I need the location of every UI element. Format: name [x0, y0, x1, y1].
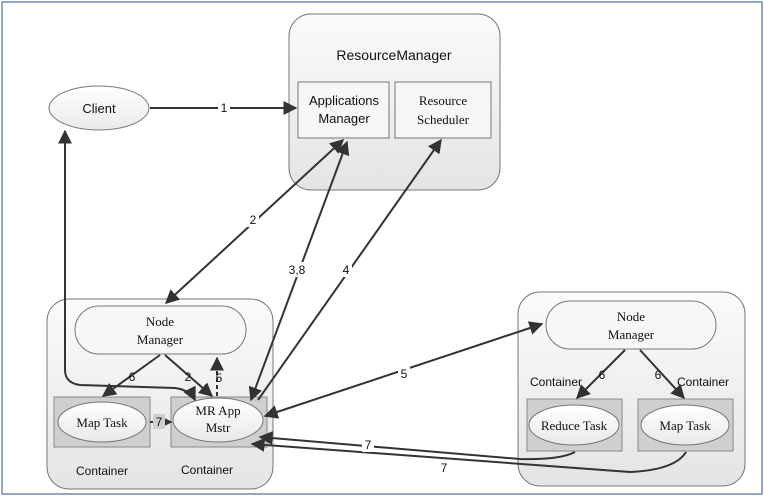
step-label-6-reduce: 6	[599, 368, 606, 382]
step-label-7-left: 7	[156, 415, 163, 429]
left-map-task-label: Map Task	[76, 415, 128, 430]
arrow-right-6-reduce	[576, 349, 626, 399]
resource-scheduler-label-1: Resource	[419, 93, 468, 108]
step-label-5-right: 5	[401, 367, 408, 381]
applications-manager-box	[297, 81, 390, 139]
applications-manager-label-2: Manager	[318, 111, 370, 126]
step-label-3-8: 3,8	[289, 263, 306, 277]
left-container-label: Container	[76, 464, 128, 478]
right-map-task-oval	[640, 404, 730, 446]
step-label-2-rm: 2	[250, 213, 257, 227]
resource-scheduler-box	[394, 81, 492, 139]
applications-manager-label-1: Applications	[309, 93, 380, 108]
step-label-5-left: 5	[216, 371, 223, 385]
mr-app-master-label-2: Mstr	[206, 420, 231, 435]
step-label-4: 4	[343, 263, 350, 277]
arrow-client-mr-app	[58, 129, 196, 402]
arrow-reduce-7	[258, 431, 576, 461]
right-node-manager-label-2: Manager	[608, 327, 655, 342]
arrow-left-2	[164, 354, 214, 397]
right-map-container-label: Container	[677, 375, 729, 389]
left-node-manager-label-2: Manager	[137, 332, 184, 347]
arrow-left-6	[101, 354, 161, 397]
right-node-manager-label-1: Node	[617, 309, 645, 324]
step-label-6-left: 6	[129, 370, 136, 384]
resource-scheduler-label-2: Scheduler	[417, 112, 470, 127]
right-node-manager	[545, 300, 717, 350]
arrow-right-map-7	[250, 437, 687, 474]
client-label: Client	[82, 101, 116, 116]
resource-manager-title: ResourceManager	[336, 47, 452, 63]
mr-app-master-oval	[172, 397, 264, 443]
step-label-1: 1	[221, 101, 228, 115]
step-label-7-reduce: 7	[365, 438, 372, 452]
arrow-right-6-map	[639, 349, 685, 400]
right-reduce-container-label: Container	[530, 375, 582, 389]
reduce-task-label: Reduce Task	[541, 418, 608, 433]
mr-container-label: Container	[181, 463, 233, 477]
mr-app-master-label-1: MR App	[195, 403, 240, 418]
step-label-2-left: 2	[185, 370, 192, 384]
left-node-manager-label-1: Node	[146, 314, 174, 329]
right-map-task-label: Map Task	[659, 418, 711, 433]
reduce-task-oval	[528, 404, 620, 446]
step-label-6-map: 6	[655, 368, 662, 382]
left-map-task-oval	[57, 401, 147, 443]
step-label-7-map: 7	[441, 461, 448, 475]
